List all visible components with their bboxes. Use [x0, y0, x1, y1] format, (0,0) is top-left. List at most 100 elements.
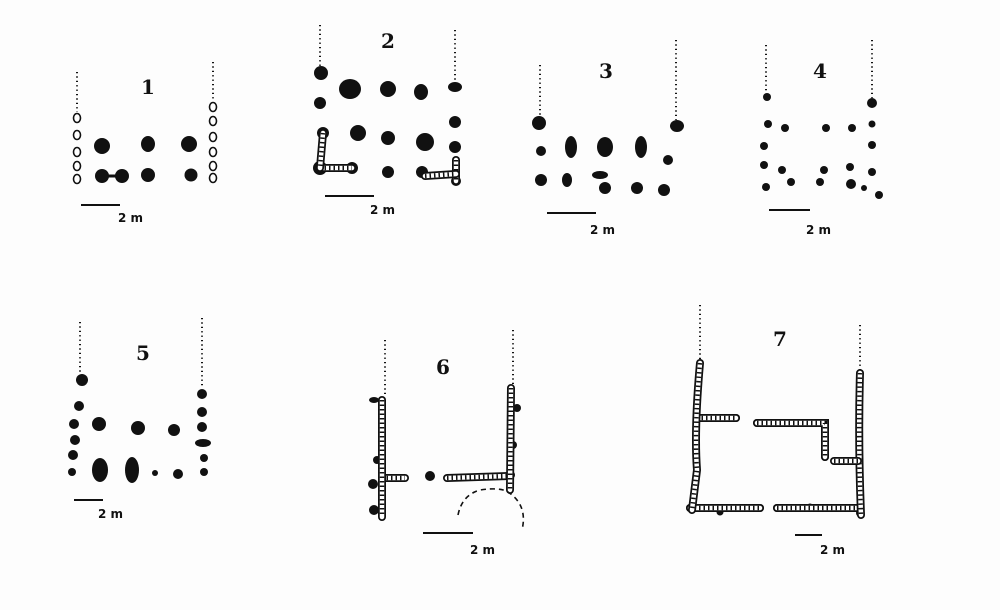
open-posthole — [72, 129, 82, 141]
posthole — [368, 479, 378, 489]
posthole — [778, 166, 786, 174]
posthole — [868, 141, 876, 149]
hatched-wall — [506, 384, 515, 494]
open-posthole — [72, 112, 82, 124]
posthole — [764, 120, 772, 128]
open-posthole — [208, 115, 218, 127]
posthole — [197, 407, 207, 417]
posthole — [173, 469, 183, 479]
posthole — [762, 183, 770, 191]
plan-number: 3 — [599, 59, 613, 83]
hatched-wall — [443, 472, 514, 482]
posthole — [562, 173, 572, 187]
posthole — [670, 120, 684, 132]
plan-number: 6 — [436, 355, 450, 379]
posthole — [599, 182, 611, 194]
posthole — [787, 178, 795, 186]
posthole — [592, 171, 608, 179]
plan-3: 3 2 m — [532, 40, 684, 237]
plan-number: 7 — [773, 327, 787, 351]
posthole — [369, 397, 379, 403]
dashed-outline — [457, 488, 525, 531]
scale-label: 2 m — [820, 543, 845, 557]
posthole — [449, 116, 461, 128]
posthole — [350, 125, 366, 141]
hatched-wall — [753, 419, 829, 461]
hatched-wall — [421, 170, 460, 180]
posthole — [820, 166, 828, 174]
posthole — [822, 124, 830, 132]
open-posthole — [208, 101, 218, 113]
plan-5: 5 2 m — [68, 318, 211, 521]
posthole — [76, 374, 88, 386]
scale-label: 2 m — [98, 507, 123, 521]
plan-4: 4 2 m — [760, 40, 883, 237]
posthole — [867, 98, 877, 108]
posthole — [448, 82, 462, 92]
open-posthole — [72, 160, 82, 172]
open-posthole — [72, 146, 82, 158]
posthole — [449, 141, 461, 153]
posthole — [663, 155, 673, 165]
posthole — [197, 389, 207, 399]
posthole — [181, 136, 197, 152]
open-posthole — [208, 146, 218, 158]
posthole — [70, 435, 80, 445]
posthole — [868, 168, 876, 176]
plan-1: 1 2 m — [72, 62, 218, 225]
open-posthole — [208, 160, 218, 172]
plan-2: 2 2 m — [313, 25, 462, 217]
posthole — [69, 419, 79, 429]
open-posthole — [208, 131, 218, 143]
posthole — [68, 468, 76, 476]
plan-number: 4 — [813, 59, 827, 83]
posthole — [658, 184, 670, 196]
posthole — [115, 169, 129, 183]
posthole — [369, 505, 379, 515]
plan-6: 6 2 m — [368, 330, 525, 557]
posthole — [425, 471, 435, 481]
posthole — [846, 179, 856, 189]
posthole — [314, 66, 328, 80]
posthole — [631, 182, 643, 194]
plan-number: 1 — [141, 75, 155, 99]
posthole — [861, 185, 867, 191]
posthole — [141, 168, 155, 182]
posthole — [95, 169, 109, 183]
open-posthole — [208, 172, 218, 184]
posthole — [200, 454, 208, 462]
posthole — [141, 136, 155, 152]
posthole — [816, 178, 824, 186]
posthole — [94, 138, 110, 154]
posthole — [74, 401, 84, 411]
posthole — [597, 137, 613, 157]
posthole — [763, 93, 771, 101]
scale-label: 2 m — [590, 223, 615, 237]
scale-label: 2 m — [118, 211, 143, 225]
hatched-wall — [688, 359, 704, 514]
plan-number: 2 — [381, 29, 395, 53]
posthole — [380, 81, 396, 97]
plan-number: 5 — [136, 341, 150, 365]
posthole — [168, 424, 180, 436]
posthole — [68, 450, 78, 460]
posthole — [846, 163, 854, 171]
posthole — [513, 404, 521, 412]
posthole — [535, 174, 547, 186]
posthole — [197, 422, 207, 432]
scale-label: 2 m — [470, 543, 495, 557]
scale-label: 2 m — [370, 203, 395, 217]
posthole — [848, 124, 856, 132]
posthole — [92, 417, 106, 431]
plan-7: 7 2 m — [686, 305, 865, 557]
posthole — [381, 131, 395, 145]
posthole — [532, 116, 546, 130]
posthole — [125, 457, 139, 483]
posthole — [875, 191, 883, 199]
posthole — [868, 120, 876, 128]
posthole — [781, 124, 789, 132]
open-posthole — [72, 173, 82, 185]
posthole — [382, 166, 394, 178]
posthole — [314, 97, 326, 109]
hatched-wall — [855, 369, 865, 519]
